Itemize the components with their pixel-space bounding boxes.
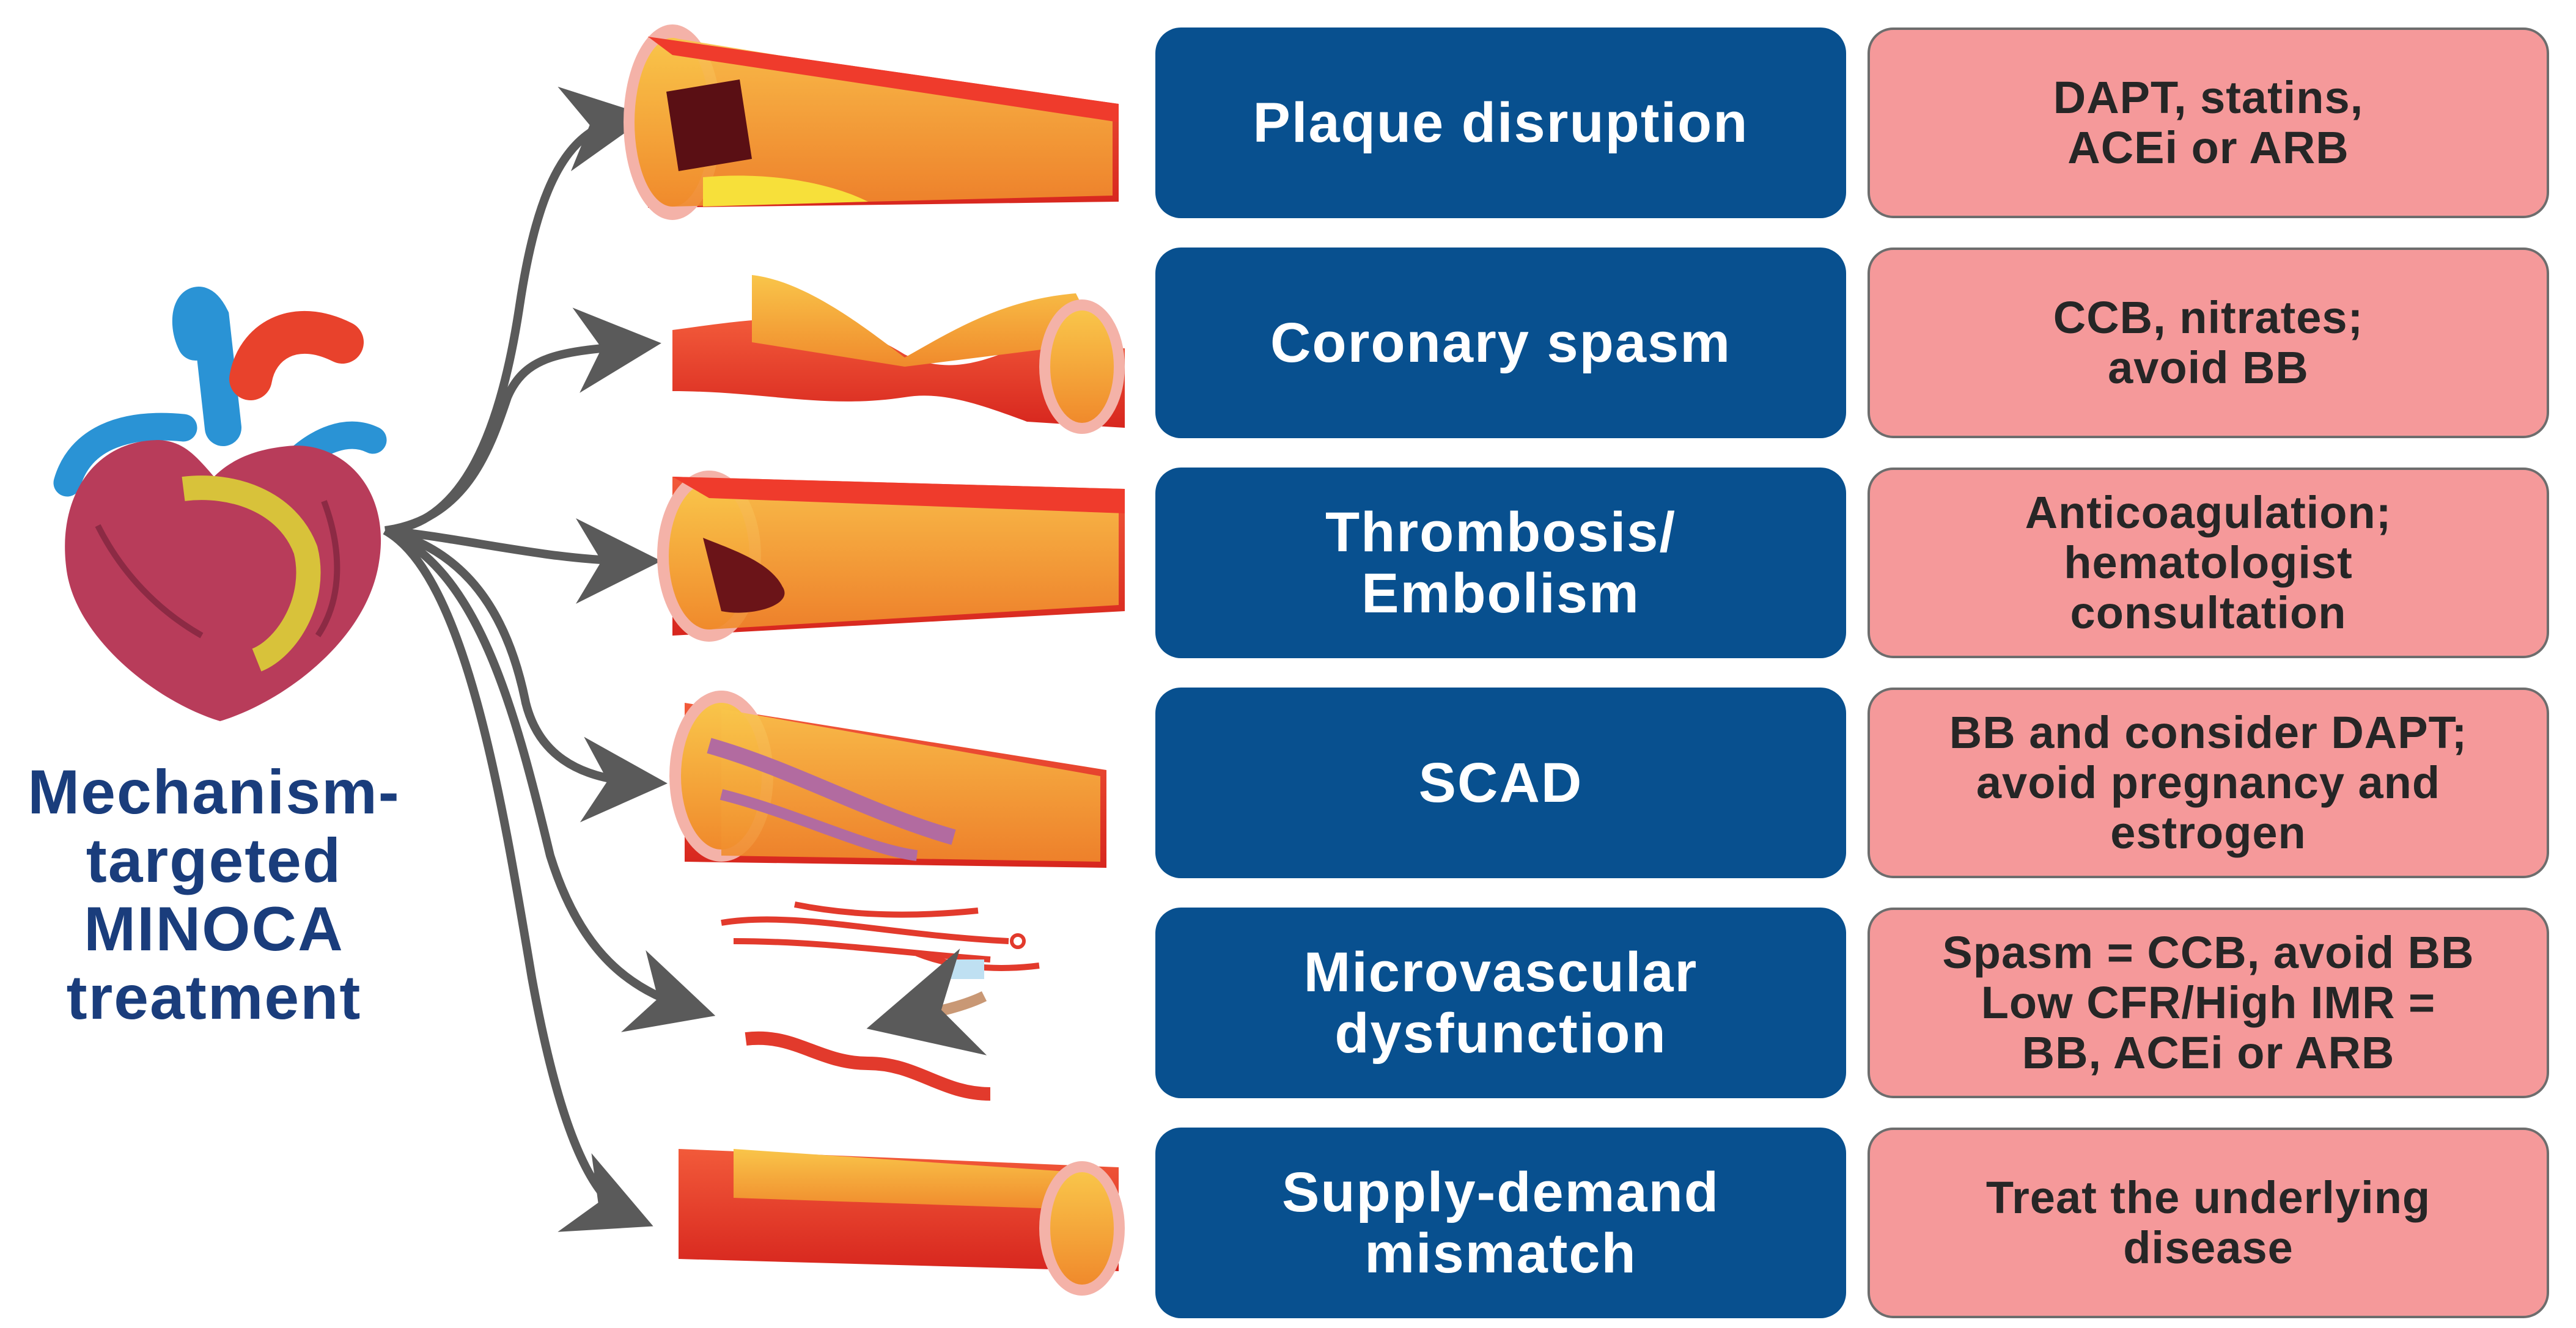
arrow-icon [385,518,661,604]
mechanism-box-plaque-disruption: Plaque disruption [1155,28,1846,218]
mechanism-label: SCAD [1418,752,1583,814]
mechanism-box-microvascular: Microvascular dysfunction [1155,908,1846,1098]
treatment-box-thrombosis: Anticoagulation; hematologist consultati… [1868,468,2549,658]
mechanism-box-coronary-spasm: Coronary spasm [1155,248,1846,438]
treatment-text: ACEi or ARB [2067,122,2349,173]
treatment-text: DAPT, statins, [2053,72,2364,123]
treatment-text: BB and consider DAPT; [1949,707,2468,758]
treatment-box-supply-demand: Treat the underlying disease [1868,1128,2549,1318]
title-line: targeted [86,826,342,895]
treatment-box-scad: BB and consider DAPT; avoid pregnancy an… [1868,688,2549,878]
arrow-icon [383,526,653,1232]
title-line: MINOCA [84,894,344,964]
treatment-text: avoid BB [2108,342,2309,393]
mechanism-label: Thrombosis/ [1325,501,1677,563]
treatment-text: avoid pregnancy and [1976,757,2441,808]
arrow-icon [385,86,649,535]
treatment-box-plaque-disruption: DAPT, statins, ACEi or ARB [1868,28,2549,218]
title-line: treatment [66,963,362,1032]
mechanism-box-scad: SCAD [1155,688,1846,878]
arrow-icon [385,307,661,535]
treatment-box-microvascular: Spasm = CCB, avoid BB Low CFR/High IMR =… [1868,908,2549,1098]
treatment-text: estrogen [2110,807,2306,858]
treatment-text: consultation [2070,587,2347,638]
treatment-text: Treat the underlying [1985,1172,2431,1223]
treatment-text: disease [2123,1222,2294,1273]
treatment-text: hematologist [2064,537,2353,588]
mechanism-label: Supply-demand [1281,1161,1720,1223]
mechanism-label: Plaque disruption [1253,92,1749,154]
treatment-box-coronary-spasm: CCB, nitrates; avoid BB [1868,248,2549,438]
scad-vessel-icon [669,691,1106,868]
microvascular-vessel-icon [721,901,1040,1101]
mechanism-label: Embolism [1361,562,1640,625]
treatment-text: Spasm = CCB, avoid BB [1942,927,2475,978]
arrow-icon [383,526,716,1032]
mechanism-box-thrombosis: Thrombosis/ Embolism [1155,468,1846,658]
mechanism-box-supply-demand: Supply-demand mismatch [1155,1128,1846,1318]
coronary-spasm-vessel-icon [672,275,1125,434]
mechanism-label: Coronary spasm [1270,312,1732,374]
arrow-icon [384,526,668,823]
treatment-text: Low CFR/High IMR = [1981,977,2436,1028]
mechanism-label: dysfunction [1334,1002,1667,1065]
heart-icon [53,287,387,721]
thrombosis-vessel-icon [657,471,1125,642]
treatment-text: CCB, nitrates; [2053,292,2364,343]
mechanism-label: Microvascular [1303,941,1698,1003]
supply-demand-vessel-icon [679,1149,1125,1296]
treatment-text: BB, ACEi or ARB [2022,1027,2395,1078]
title-line: Mechanism- [28,757,400,827]
plaque-disruption-vessel-icon [624,24,1119,220]
mechanism-label: mismatch [1364,1222,1637,1285]
treatment-text: Anticoagulation; [2025,487,2392,538]
